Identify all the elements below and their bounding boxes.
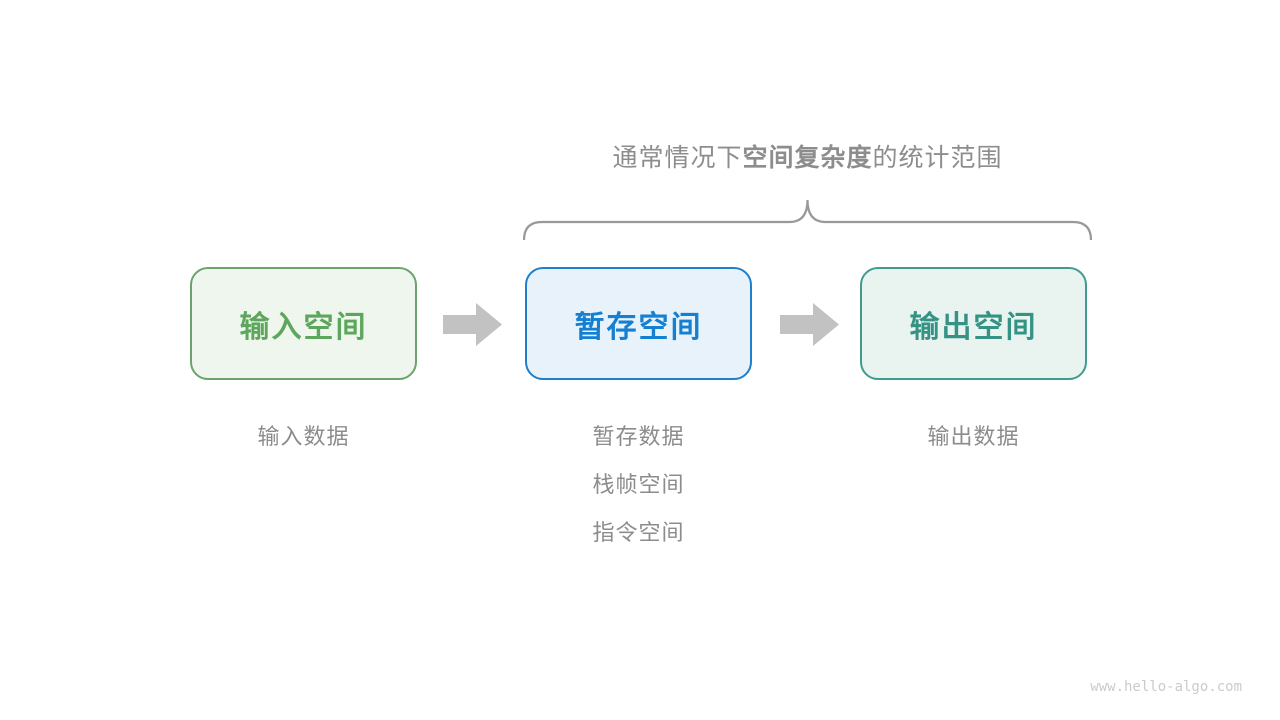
note-item: 栈帧空间 <box>592 473 685 498</box>
box-input-space-label: 输入空间 <box>239 309 368 345</box>
box-output-space-label: 输出空间 <box>909 309 1038 345</box>
brace-icon <box>523 199 1092 241</box>
arrow-right-icon <box>443 303 502 346</box>
notes-output-space: 输出数据 <box>860 414 1087 462</box>
watermark: www.hello-algo.com <box>1090 679 1242 695</box>
note-item: 输出数据 <box>927 425 1020 450</box>
notes-input-space: 输入数据 <box>190 414 417 462</box>
box-temp-space-label: 暂存空间 <box>574 309 703 345</box>
note-item: 指令空间 <box>592 521 685 546</box>
box-output-space: 输出空间 <box>860 267 1087 380</box>
title-suffix: 的统计范围 <box>872 143 1003 172</box>
box-input-space: 输入空间 <box>190 267 417 380</box>
notes-temp-space: 暂存数据 栈帧空间 指令空间 <box>525 414 752 558</box>
arrow-right-icon <box>780 303 839 346</box>
title-prefix: 通常情况下 <box>612 143 743 172</box>
box-temp-space: 暂存空间 <box>525 267 752 380</box>
note-item: 暂存数据 <box>592 425 685 450</box>
title-emphasis: 空间复杂度 <box>742 143 873 172</box>
diagram-title: 通常情况下空间复杂度的统计范围 <box>523 140 1092 176</box>
note-item: 输入数据 <box>257 425 350 450</box>
